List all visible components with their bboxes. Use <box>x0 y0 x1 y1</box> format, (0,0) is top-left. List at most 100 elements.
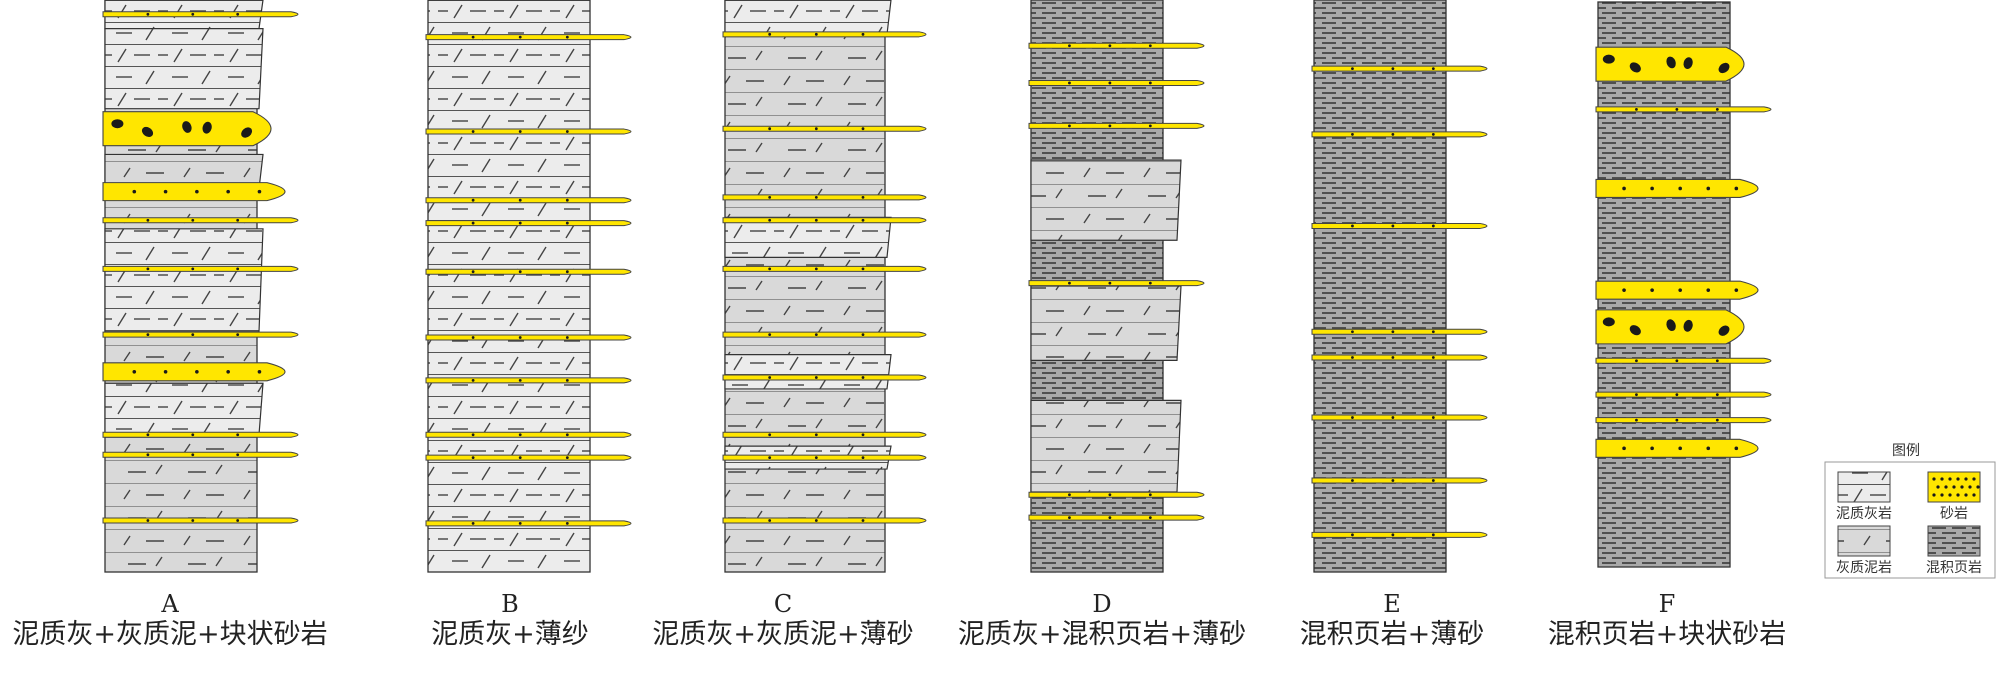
sand-grain <box>814 218 818 222</box>
sand-grain <box>1431 356 1435 359</box>
sand-grain <box>236 519 240 522</box>
sand-grain <box>861 433 865 437</box>
sand-grain <box>1391 330 1395 334</box>
legend-sand-dot <box>1964 477 1968 481</box>
sand-grain <box>1391 224 1395 228</box>
lithology-band <box>104 28 264 110</box>
sand-grain <box>257 370 262 374</box>
sand-grain <box>146 12 150 16</box>
thin-sandstone-bed <box>1595 391 1772 398</box>
sand-grain <box>1391 479 1395 482</box>
gravel-clast <box>141 126 154 138</box>
lithology-band <box>1030 399 1182 493</box>
sand-grain <box>146 333 150 337</box>
gravel-clast <box>1718 62 1730 74</box>
gravel-clast <box>1602 54 1615 64</box>
sand-grain <box>1706 446 1711 451</box>
thin-sandstone-bed <box>1595 357 1772 364</box>
sand-grain <box>1715 393 1719 397</box>
thin-sandstone-bed <box>425 220 632 227</box>
thin-sandstone-bed <box>425 431 632 438</box>
sand-grain <box>1068 516 1071 520</box>
gravel-clast <box>1683 319 1693 332</box>
sand-grain <box>1068 44 1071 48</box>
sand-grain <box>1108 281 1112 285</box>
sand-grain <box>226 189 230 194</box>
thin-sandstone-bed <box>425 197 632 204</box>
sand-grain <box>814 267 818 271</box>
thin-sandstone-bed <box>722 431 927 438</box>
sand-grain <box>814 32 818 36</box>
sand-grain <box>471 35 475 39</box>
sand-grain <box>565 270 569 274</box>
legend-swatch-marly-limestone <box>1837 471 1891 503</box>
sand-grain <box>1351 416 1354 419</box>
sand-grain <box>226 370 230 374</box>
thick-sandstone-bed <box>102 182 286 202</box>
sand-grain <box>814 519 818 522</box>
sand-grain <box>1351 224 1354 228</box>
sand-grain <box>163 370 168 374</box>
sand-grain <box>1391 416 1395 419</box>
sand-grain <box>1431 533 1435 537</box>
thin-sandstone-bed <box>1311 131 1488 138</box>
legend-sand-dot <box>1956 477 1960 481</box>
legend-sand-dot <box>1948 477 1952 481</box>
sand-grain <box>471 433 475 437</box>
sand-grain <box>565 35 569 39</box>
lithology-band <box>104 382 264 436</box>
sand-grain <box>1108 516 1112 520</box>
sand-grain <box>768 218 772 222</box>
gravel-clast <box>1602 317 1615 327</box>
legend-label-calcareous-mudstone: 灰质泥岩 <box>1836 560 1892 576</box>
lithology-band <box>1030 285 1182 361</box>
sand-grain <box>471 130 475 133</box>
lithology-column-c <box>722 0 927 573</box>
sand-grain <box>146 433 150 437</box>
thin-sandstone-bed <box>1595 417 1772 424</box>
sand-grain <box>471 221 475 225</box>
sand-grain <box>1678 186 1682 191</box>
sand-grain <box>1678 446 1682 451</box>
sand-grain <box>1622 446 1626 451</box>
thin-sandstone-bed <box>722 374 927 381</box>
thin-sandstone-bed <box>425 454 632 461</box>
sand-grain <box>1431 67 1435 71</box>
sand-grain <box>1431 416 1435 419</box>
sand-grain <box>1351 533 1354 537</box>
sand-grain <box>1391 356 1395 359</box>
legend-sand-dot <box>1956 493 1960 497</box>
sand-grain <box>236 218 240 222</box>
sand-grain <box>1351 330 1354 334</box>
thin-sandstone-bed <box>1028 122 1205 129</box>
sand-grain <box>1148 124 1152 128</box>
sand-grain <box>518 521 522 525</box>
sand-grain <box>191 433 195 437</box>
legend-label-marly-limestone: 泥质灰岩 <box>1836 506 1892 522</box>
sand-grain <box>565 130 569 133</box>
sand-grain <box>768 519 772 522</box>
sand-grain <box>236 12 240 16</box>
sand-grain <box>1068 81 1071 85</box>
sand-grain <box>814 456 818 459</box>
thick-sandstone-bed <box>1595 280 1759 300</box>
gravel-clast <box>182 121 192 133</box>
sand-grain <box>191 267 195 271</box>
column-letter-f: F <box>1659 590 1676 618</box>
sand-grain <box>518 35 522 39</box>
lithology-band <box>104 228 264 333</box>
column-letter-e: E <box>1383 590 1401 618</box>
sand-grain <box>1622 288 1626 292</box>
sand-grain <box>1351 67 1354 71</box>
column-letter-c: C <box>774 590 792 618</box>
sand-grain <box>814 433 818 437</box>
legend-sand-dot <box>1968 485 1972 489</box>
sand-grain <box>471 198 475 202</box>
gravel-clast <box>1666 319 1676 332</box>
thin-sandstone-bed <box>425 334 632 341</box>
thick-sandstone-bed <box>1595 438 1759 458</box>
sand-grain <box>1734 446 1739 451</box>
thin-sandstone-bed <box>1311 477 1488 484</box>
legend: 图例 泥质灰岩 砂岩 灰质泥岩 混积页岩 <box>1824 443 1996 579</box>
sand-grain <box>768 32 772 36</box>
